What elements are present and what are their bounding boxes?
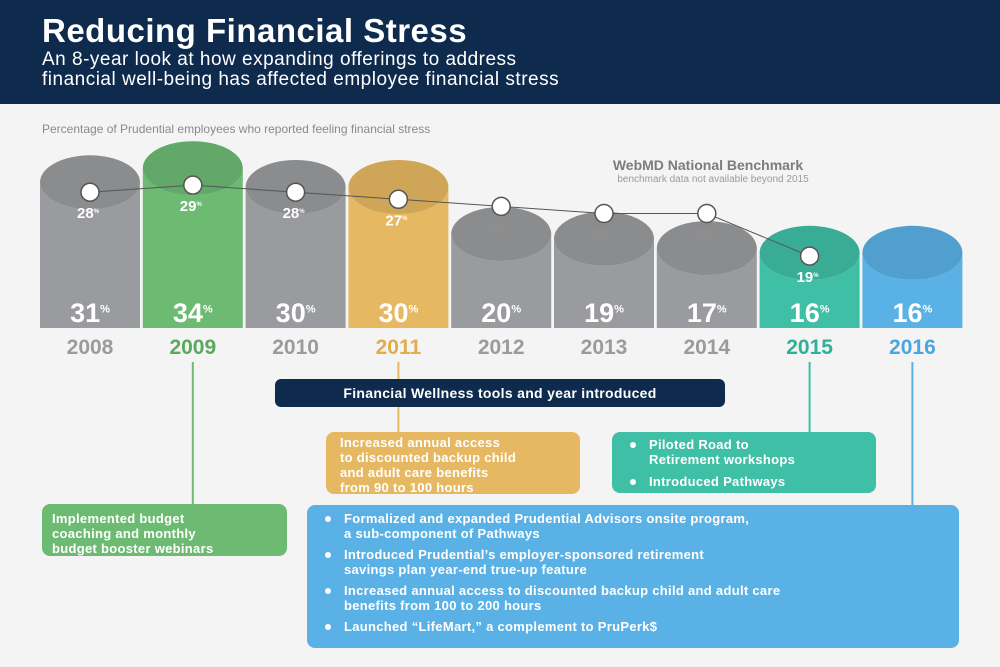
tools-2016-item: Launched “LifeMart,” a complement to Pru… [321, 619, 945, 634]
bar-top-2013 [554, 211, 654, 266]
bar-value-label: 34% [173, 298, 213, 328]
benchmark-line [89, 184, 810, 257]
bar-value-label: 31% [70, 298, 110, 328]
tools-box-2009: Implemented budget coaching and monthly … [42, 504, 287, 556]
benchmark-point [491, 196, 511, 217]
benchmark-point [80, 182, 100, 202]
bar-top-2011 [348, 160, 449, 214]
tools-2015-line: Retirement workshops [649, 452, 796, 467]
tools-2016-item: Introduced Prudential’s employer-sponsor… [321, 547, 945, 577]
benchmark-point [594, 203, 614, 224]
tools-2009-line: Implemented budget [52, 511, 185, 526]
benchmark-label: 25% [694, 227, 717, 244]
tools-box-2016: Formalized and expanded Prudential Advis… [307, 505, 959, 648]
bar-value-label: 16% [892, 298, 932, 328]
benchmark-label: 27% [385, 212, 408, 229]
benchmark-note: benchmark data not available beyond 2015 [617, 174, 809, 185]
page-title: Reducing Financial Stress [42, 12, 468, 49]
bar-2008 [40, 182, 140, 328]
benchmark-label: 29% [180, 198, 203, 215]
bar-2009 [142, 168, 243, 328]
benchmark-label: 19% [797, 269, 820, 286]
bar-value-label: 16% [790, 298, 830, 328]
tools-box-2011: Increased annual access to discounted ba… [326, 432, 580, 495]
bar-2011 [348, 187, 449, 328]
subtitle-line-1: An 8-year look at how expanding offering… [42, 49, 517, 70]
benchmark-label: 26% [488, 219, 511, 236]
bar-2015 [759, 252, 860, 328]
tools-2016-line: savings plan year-end true-up feature [344, 562, 587, 577]
benchmark-label: 25% [591, 227, 614, 244]
bar-top-2008 [40, 155, 140, 210]
tools-2015-item: Piloted Road to Retirement workshops [626, 437, 862, 467]
year-label: 2008 [67, 336, 114, 359]
tools-2011-line: to discounted backup child [340, 450, 517, 465]
benchmark-point [183, 175, 203, 195]
bar-2013 [554, 238, 654, 328]
tools-2009-line: budget booster webinars [52, 541, 214, 556]
year-label: 2013 [581, 336, 628, 359]
benchmark-point [388, 189, 409, 210]
chart-caption: Percentage of Prudential employees who r… [42, 122, 431, 136]
benchmark-label: 28% [283, 205, 306, 222]
tools-2016-line: a sub-component of Pathways [344, 526, 540, 541]
year-label: 2011 [376, 336, 422, 359]
tools-2011-line: and adult care benefits [340, 465, 489, 480]
bar-value-label: 30% [276, 298, 316, 328]
tools-2015-line: Piloted Road to [649, 437, 749, 452]
bar-top-2012 [451, 207, 552, 261]
bar-value-label: 17% [687, 298, 727, 328]
tools-2011-line: Increased annual access [340, 435, 501, 450]
year-label: 2012 [478, 336, 525, 359]
tools-2016-line: Introduced Prudential’s employer-sponsor… [344, 547, 704, 562]
year-label: 2014 [683, 336, 730, 359]
year-label: 2015 [786, 336, 833, 359]
bar-top-2016 [862, 225, 963, 280]
tools-2016-line: benefits from 100 to 200 hours [344, 598, 542, 613]
bar-value-label: 19% [584, 298, 624, 328]
benchmark-point [697, 203, 717, 224]
tools-2011-line: from 90 to 100 hours [340, 480, 474, 495]
bar-2012 [451, 234, 552, 328]
tools-2016-item: Formalized and expanded Prudential Advis… [321, 511, 945, 541]
tools-2016-item: Increased annual access to discounted ba… [321, 583, 945, 613]
benchmark-point [285, 182, 306, 202]
year-label: 2009 [169, 336, 216, 359]
bar-value-label: 30% [378, 298, 418, 328]
year-label: 2010 [272, 336, 319, 359]
tools-2016-line: Launched “LifeMart,” a complement to Pru… [344, 619, 658, 634]
bar-2014 [656, 248, 757, 328]
tools-box-2015: Piloted Road to Retirement workshops Int… [612, 432, 876, 493]
bar-top-2014 [656, 221, 757, 276]
subtitle-line-2: financial well-being has affected employ… [42, 69, 560, 90]
header-banner: Reducing Financial Stress An 8-year look… [0, 0, 1000, 104]
benchmark-title: WebMD National Benchmark [613, 157, 804, 173]
bar-2010 [245, 187, 346, 328]
tools-2016-line: Increased annual access to discounted ba… [344, 583, 781, 598]
benchmark-label: 28% [77, 205, 100, 222]
bar-value-label: 20% [481, 298, 521, 328]
year-label: 2016 [889, 336, 936, 359]
benchmark-point [799, 246, 820, 266]
tools-2015-item: Introduced Pathways [626, 474, 862, 489]
bar-top-2009 [142, 141, 243, 196]
bar-2016 [862, 252, 963, 328]
tools-2015-line: Introduced Pathways [649, 474, 786, 489]
tools-heading: Financial Wellness tools and year introd… [275, 379, 725, 407]
tools-2016-line: Formalized and expanded Prudential Advis… [344, 511, 750, 526]
tools-2009-line: coaching and monthly [52, 526, 196, 541]
